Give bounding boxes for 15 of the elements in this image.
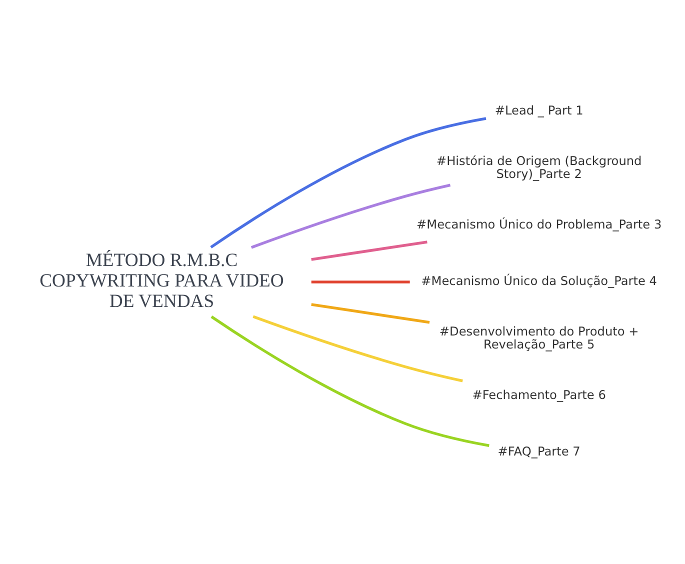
node-text: #Fechamento_Parte 6: [472, 388, 606, 402]
node-text: #Desenvolvimento do Produto + Revelação_Parte 5: [439, 324, 639, 352]
connector: [250, 184, 451, 249]
connector: [252, 315, 463, 382]
connector: [210, 117, 486, 248]
node-text: #Mecanismo Único da Solução_Parte 4: [421, 274, 658, 288]
connector: [311, 280, 410, 284]
connector: [311, 303, 430, 324]
node-text: #FAQ_Parte 7: [498, 444, 580, 459]
node-text: #Lead _ Part 1: [494, 104, 584, 118]
node-text: #Mecanismo Único do Problema_Parte 3: [416, 217, 662, 232]
node-text: MÉTODO R.M.B.C COPYWRITING PARA VIDEO DE VENDAS: [40, 250, 284, 312]
node-text: #História de Origem (Background Story)_Parte 2: [436, 154, 642, 182]
connector: [311, 240, 428, 261]
connector: [210, 316, 490, 447]
